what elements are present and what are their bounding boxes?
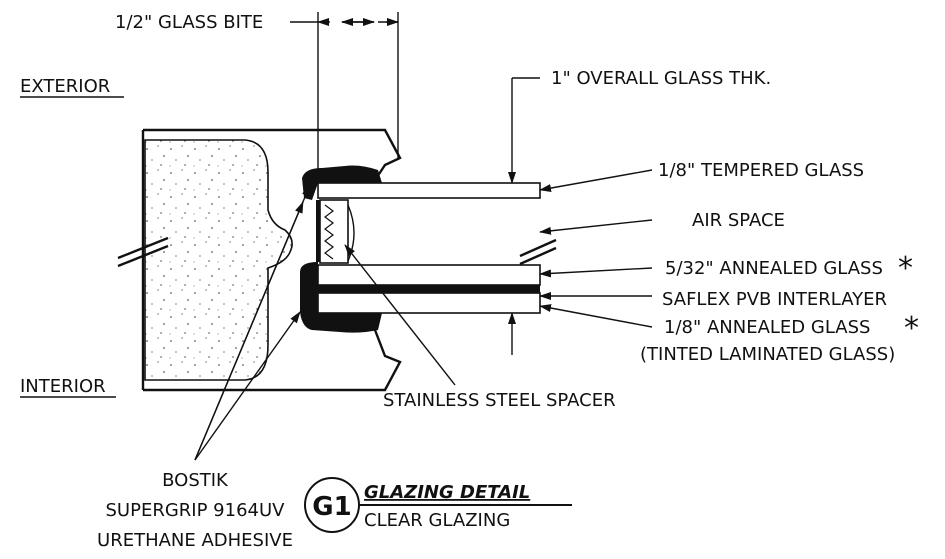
tempered-glass-lite bbox=[317, 182, 541, 199]
annealed-tinted-lite bbox=[317, 292, 541, 314]
layer-leaders bbox=[539, 169, 653, 328]
layer-label-tempered: 1/8" TEMPERED GLASS bbox=[658, 160, 864, 181]
annealed-glass-lite bbox=[317, 264, 541, 286]
pvb-interlayer bbox=[318, 285, 540, 293]
adhesive-leaders bbox=[194, 184, 311, 461]
overall-thickness-label: 1" OVERALL GLASS THK. bbox=[551, 68, 771, 89]
overall-thickness-dimension bbox=[508, 77, 540, 355]
adhesive-label-line3: URETHANE ADHESIVE bbox=[97, 530, 293, 551]
adhesive-bead-bottom bbox=[300, 262, 382, 333]
spacer-assembly bbox=[300, 165, 382, 333]
insulation-core bbox=[144, 139, 293, 381]
detail-subtitle: CLEAR GLAZING bbox=[364, 510, 510, 531]
adhesive-label-line1: BOSTIK bbox=[162, 470, 229, 491]
asterisk-mark: * bbox=[904, 311, 919, 346]
spacer-label: STAINLESS STEEL SPACER bbox=[383, 390, 616, 411]
layer-label-annealed-532: 5/32" ANNEALED GLASS bbox=[665, 258, 883, 279]
layer-label-annealed-18: 1/8" ANNEALED GLASS bbox=[664, 317, 870, 338]
adhesive-bead-top bbox=[302, 165, 382, 200]
detail-title-block: G1 GLAZING DETAIL CLEAR GLAZING bbox=[304, 477, 572, 533]
adhesive-label-line2: SUPERGRIP 9164UV bbox=[106, 500, 286, 521]
spacer-leader bbox=[344, 244, 456, 386]
glass-bite-label: 1/2" GLASS BITE bbox=[115, 12, 263, 33]
exterior-label: EXTERIOR bbox=[20, 76, 110, 97]
stainless-steel-spacer bbox=[319, 199, 349, 264]
layer-label-tinted: (TINTED LAMINATED GLASS) bbox=[640, 344, 895, 365]
glass-bite-dimension bbox=[290, 12, 399, 170]
detail-title: GLAZING DETAIL bbox=[364, 482, 530, 503]
asterisk-mark: * bbox=[898, 251, 913, 286]
layer-label-air-space: AIR SPACE bbox=[692, 210, 785, 231]
glass-unit bbox=[317, 182, 557, 314]
detail-tag: G1 bbox=[312, 492, 351, 522]
layer-label-pvb: SAFLEX PVB INTERLAYER bbox=[662, 289, 887, 310]
interior-label: INTERIOR bbox=[20, 376, 106, 397]
